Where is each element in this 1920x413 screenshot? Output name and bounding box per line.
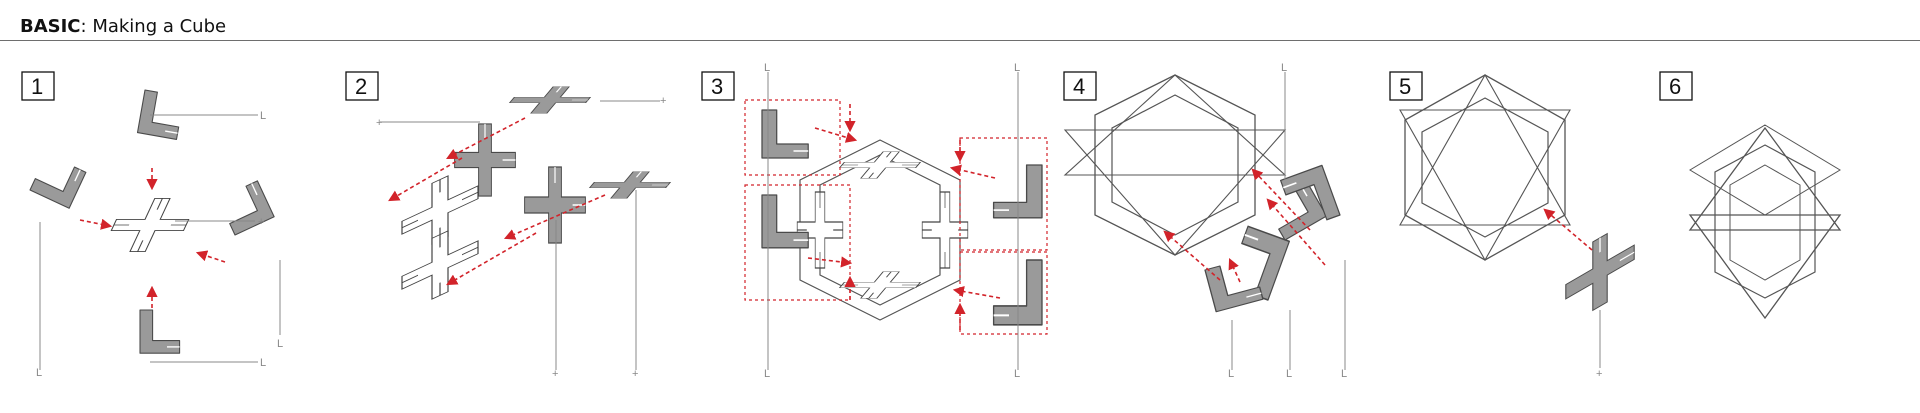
step-1-number: 1	[31, 74, 43, 99]
step-1-label-4: L	[260, 357, 266, 369]
step-2-label-4: +	[632, 368, 638, 380]
step-3: 3 L L L L	[701, 62, 1048, 380]
step-5-box	[1389, 71, 1423, 101]
step-2-label-3: +	[552, 368, 558, 380]
step-1-label-1: L	[260, 110, 266, 122]
step-6-box	[1659, 71, 1693, 101]
step-3-label-1: L	[764, 62, 770, 74]
step-4-box	[1063, 71, 1097, 101]
title-rest: : Making a Cube	[80, 16, 227, 37]
step-3-box	[701, 71, 735, 101]
step-2-box	[345, 71, 379, 101]
title-bold: BASIC	[20, 16, 81, 37]
step-2: 2 + + + +	[345, 71, 680, 380]
step-5-label-1: +	[1596, 368, 1602, 380]
step-1-label-5: L	[36, 367, 42, 379]
step-4-label-2: L	[1228, 368, 1234, 380]
page-title: BASIC: Making a Cube	[20, 16, 226, 37]
header-rule	[0, 40, 1920, 41]
step-4-label-1: L	[1281, 62, 1287, 74]
step-5: 5 +	[1389, 71, 1635, 380]
step-2-label-2: +	[660, 95, 666, 107]
step-3-label-2: L	[1014, 62, 1020, 74]
step-6: 6	[1659, 71, 1842, 320]
step-2-number: 2	[355, 74, 367, 99]
step-3-label-3: L	[764, 368, 770, 380]
step-1-label-3: L	[277, 338, 283, 350]
step-4-label-3: L	[1286, 368, 1292, 380]
step-3-number: 3	[711, 74, 723, 99]
step-5-number: 5	[1399, 74, 1411, 99]
step-4: 4 L L L L	[1063, 62, 1347, 380]
step-4-label-4: L	[1341, 368, 1347, 380]
step-3-label-4: L	[1014, 368, 1020, 380]
step-1: 1 L + L L L	[21, 71, 283, 379]
step-1-label-2: +	[258, 216, 264, 228]
step-6-number: 6	[1669, 74, 1681, 99]
step-1-box	[21, 71, 55, 101]
step-2-label-1: +	[376, 117, 382, 129]
step-4-number: 4	[1073, 74, 1085, 99]
